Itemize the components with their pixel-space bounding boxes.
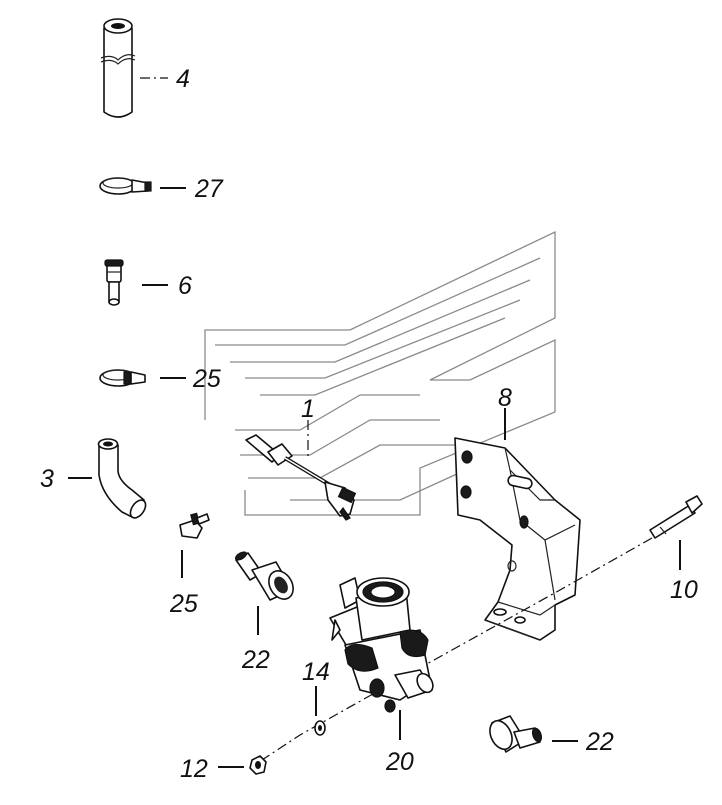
callout-1: 1 — [301, 395, 315, 423]
callout-22-right: 22 — [585, 728, 614, 756]
callout-12: 12 — [180, 755, 208, 783]
fitting-part-22-right — [489, 715, 543, 753]
callout-3: 3 — [40, 465, 54, 493]
hose-clamp-part-27 — [99, 177, 152, 195]
hose-part-4 — [100, 18, 136, 118]
sensor-cable-part-1 — [245, 434, 357, 521]
callout-10: 10 — [670, 576, 698, 604]
callout-27: 27 — [194, 175, 224, 203]
solenoid-valve-part-20 — [329, 577, 434, 713]
washer-part-14 — [314, 720, 326, 736]
nut-part-12 — [249, 755, 267, 775]
callout-22-left: 22 — [241, 646, 270, 674]
elbow-hose-part-3 — [97, 438, 147, 519]
callout-4: 4 — [176, 65, 190, 93]
callout-8: 8 — [498, 384, 512, 412]
fitting-part-22-left — [234, 551, 294, 601]
callout-25-top: 25 — [192, 365, 221, 393]
callout-20: 20 — [385, 748, 414, 776]
hose-clamp-part-25-top — [99, 369, 146, 387]
bracket-part-8 — [454, 437, 581, 641]
watermark-logo — [204, 230, 556, 516]
callout-6: 6 — [178, 272, 192, 300]
fitting-part-6 — [104, 259, 124, 306]
hose-clamp-part-25-bottom — [179, 512, 210, 539]
bolt-part-10 — [649, 495, 703, 539]
callout-25-bottom: 25 — [169, 590, 198, 618]
callout-14: 14 — [302, 658, 330, 686]
